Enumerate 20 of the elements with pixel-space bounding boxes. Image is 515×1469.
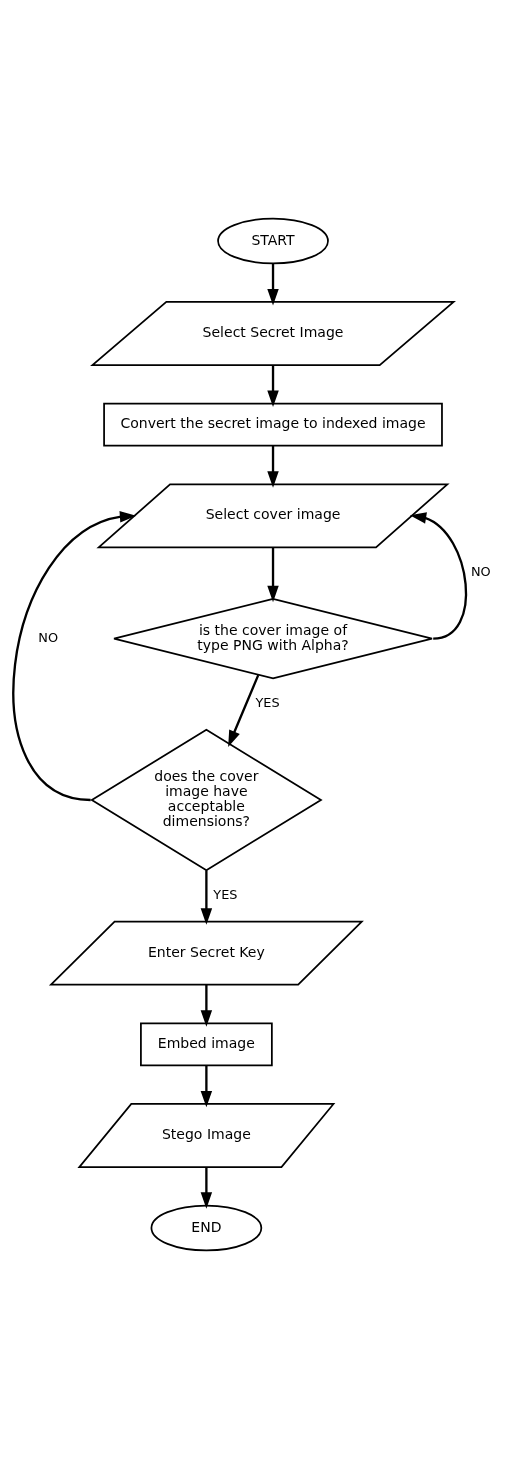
arrow <box>200 1065 213 1108</box>
arrow <box>200 870 213 925</box>
arrow <box>267 365 279 407</box>
arrow <box>228 674 260 747</box>
arrow <box>200 984 213 1027</box>
node-ellipse: END <box>150 1204 263 1252</box>
arrow <box>267 547 279 603</box>
arrow <box>267 263 279 306</box>
node-diamond: is the cover image of type PNG with Alpha? <box>113 597 433 680</box>
node-ellipse: START <box>217 217 329 265</box>
arrow <box>267 446 279 488</box>
edge-label: YES <box>255 695 280 711</box>
node-box: Embed image <box>140 1022 273 1067</box>
arrow <box>409 512 468 640</box>
node-box: Convert the secret image to indexed image <box>103 402 443 447</box>
edge-label: NO <box>470 564 491 580</box>
edge-label: YES <box>213 887 238 903</box>
arrow <box>12 511 137 802</box>
arrow <box>200 1167 213 1209</box>
edge-label: NO <box>38 629 59 645</box>
